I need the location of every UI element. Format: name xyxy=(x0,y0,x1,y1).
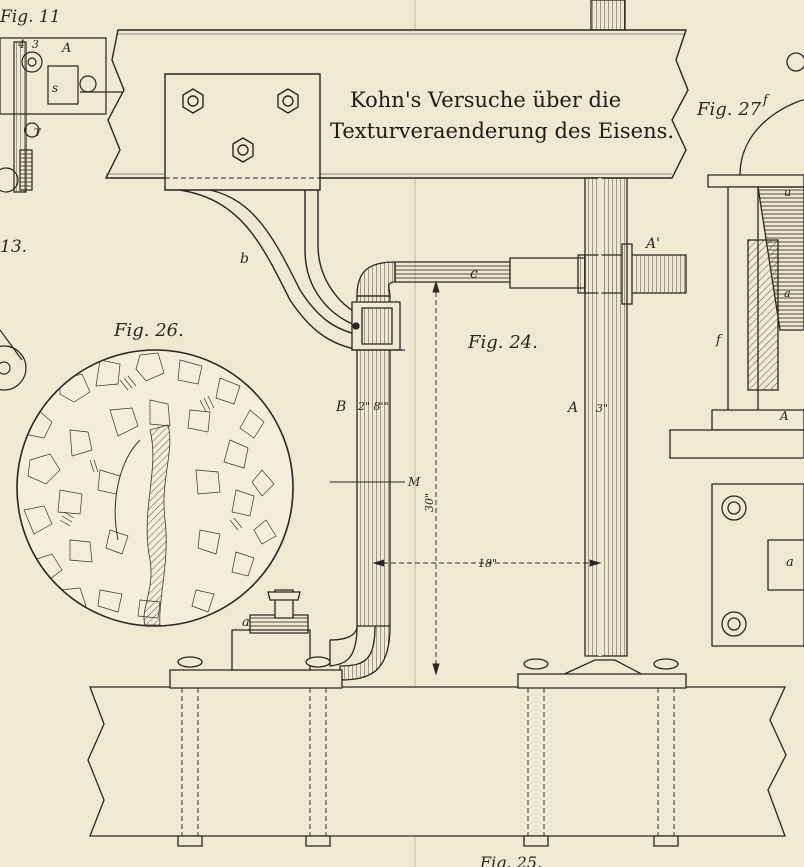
dimension-lines xyxy=(330,282,600,674)
label-f-side: f xyxy=(715,333,723,348)
label-T: T xyxy=(34,128,42,139)
label-A-fig27: A xyxy=(779,409,789,423)
fracture-surface-disc xyxy=(17,350,293,626)
fig-24-label: Fig. 24. xyxy=(467,332,538,353)
label-u: u xyxy=(784,186,791,199)
label-a-fig27: a xyxy=(784,287,791,300)
fig-27-fragment xyxy=(670,53,804,646)
bracket-plate xyxy=(165,74,320,190)
fig-27-label: Fig. 27 xyxy=(696,99,762,120)
label-B: B xyxy=(335,399,346,415)
label-s: s xyxy=(52,81,58,95)
fig-11-label: Fig. 11 xyxy=(0,7,61,27)
label-a-right: a xyxy=(786,555,794,570)
label-A-prime: A' xyxy=(644,236,660,252)
plate-title-line-2: Texturveraenderung des Eisens. xyxy=(330,119,674,143)
arm-c xyxy=(395,244,686,304)
fig-11-fragment xyxy=(0,38,122,192)
bracket-arm-b xyxy=(180,190,360,350)
label-f-top: f xyxy=(762,93,770,108)
dim-span: 18" xyxy=(478,557,497,570)
label-a-base: a xyxy=(242,615,250,630)
label-A-column: A xyxy=(566,400,578,416)
fig-25-label: Fig. 25. xyxy=(479,853,542,867)
label-4: 4 xyxy=(17,38,25,51)
dim-height: 30" xyxy=(423,493,436,512)
pipe-clamp xyxy=(352,302,405,350)
plate-title-line-1: Kohn's Versuche über die xyxy=(350,88,621,112)
fig-26-label: Fig. 26. xyxy=(113,320,184,341)
pipe-B xyxy=(330,262,395,680)
dim-pipe-B: 2" 8'" xyxy=(357,400,389,413)
dim-column-A: 3" xyxy=(596,402,608,415)
label-c: c xyxy=(470,266,478,282)
fig-13-label: 13. xyxy=(0,237,27,257)
label-b: b xyxy=(240,251,249,267)
label-M: M xyxy=(407,475,421,489)
base-block xyxy=(88,590,786,846)
fig-13-fragment xyxy=(0,330,26,390)
label-3: 3 xyxy=(32,38,39,51)
label-A-fig11: A xyxy=(61,41,71,56)
column-A xyxy=(560,0,645,676)
